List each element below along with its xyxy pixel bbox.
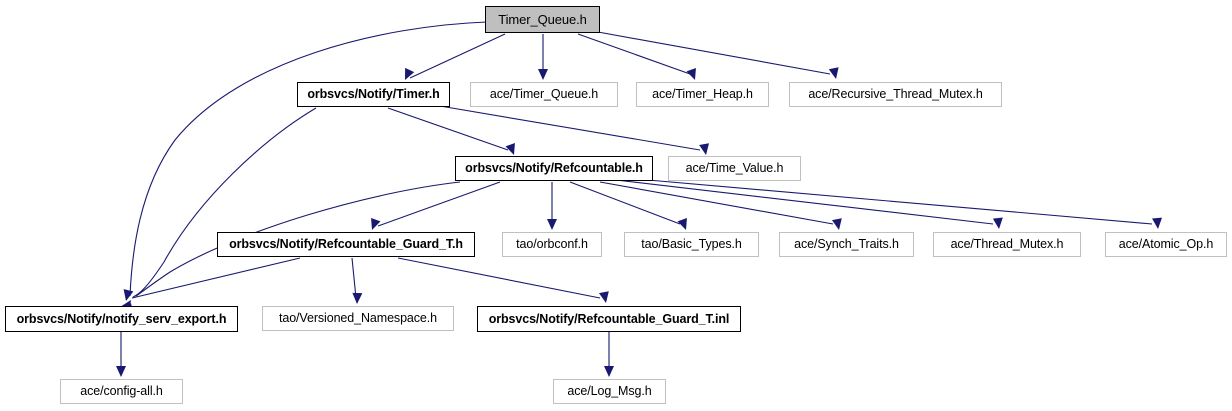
arrowhead — [598, 291, 609, 303]
node-label: ace/Synch_Traits.h — [794, 237, 899, 252]
graph-node-notify_refguard_h[interactable]: orbsvcs/Notify/Refcountable_Guard_T.h — [217, 232, 475, 257]
graph-node-ace_synch_traits_h[interactable]: ace/Synch_Traits.h — [779, 232, 914, 257]
arrowhead — [352, 292, 363, 304]
graph-node-notify_timer_h[interactable]: orbsvcs/Notify/Timer.h — [297, 82, 450, 107]
arrowhead — [1152, 217, 1163, 229]
edge-refguard-to-versioned_ns — [351, 257, 363, 304]
node-label: ace/Timer_Heap.h — [652, 87, 753, 102]
arrowhead — [123, 289, 134, 301]
arrowhead — [828, 67, 839, 79]
graph-node-ace_config_all_h[interactable]: ace/config-all.h — [60, 379, 183, 404]
edge-notify_timer-to-time_value — [439, 105, 710, 155]
node-label: ace/Time_Value.h — [685, 161, 784, 176]
node-label: ace/Log_Msg.h — [567, 384, 652, 399]
node-label: ace/Recursive_Thread_Mutex.h — [808, 87, 983, 102]
edge-refcountable-to-atomic_op — [624, 177, 1163, 229]
edge-timer_queue-to-notify_timer — [405, 33, 506, 80]
arrowhead — [547, 219, 557, 230]
graph-node-ace_timer_heap_h[interactable]: ace/Timer_Heap.h — [636, 82, 769, 107]
graph-node-notify_refguard_inl[interactable]: orbsvcs/Notify/Refcountable_Guard_T.inl — [477, 306, 741, 332]
node-label: tao/Versioned_Namespace.h — [278, 311, 438, 326]
edge-refcountable-to-refguard — [371, 181, 501, 230]
node-label: ace/Atomic_Op.h — [1118, 237, 1214, 252]
node-label: ace/Timer_Queue.h — [489, 87, 599, 102]
node-label: tao/Basic_Types.h — [641, 237, 742, 252]
arrowhead — [699, 143, 710, 155]
arrowhead — [604, 366, 614, 377]
node-label: ace/Thread_Mutex.h — [950, 237, 1064, 252]
edge-notify_serv_export-to-config_all — [116, 332, 126, 377]
graph-node-timer_queue_h[interactable]: Timer_Queue.h — [485, 6, 600, 33]
arrowhead — [677, 217, 687, 230]
edge-refguard-to-refguard_inl — [397, 257, 609, 303]
graph-node-ace_atomic_op_h[interactable]: ace/Atomic_Op.h — [1105, 232, 1227, 257]
node-label: orbsvcs/Notify/Refcountable_Guard_T.h — [229, 237, 463, 252]
arrowhead — [405, 67, 415, 80]
edge-refcountable-to-basic_types — [569, 181, 687, 230]
graph-node-ace_recursive_mutex_h[interactable]: ace/Recursive_Thread_Mutex.h — [789, 82, 1002, 107]
node-label: Timer_Queue.h — [498, 12, 587, 27]
node-label: tao/orbconf.h — [516, 237, 588, 252]
edge-refcountable-to-thread_mutex — [615, 179, 1003, 229]
graph-node-tao_versioned_ns_h[interactable]: tao/Versioned_Namespace.h — [262, 306, 454, 331]
node-label: ace/config-all.h — [80, 384, 163, 399]
arrowhead — [992, 217, 1003, 229]
edge-timer_queue-to-ace_recursive — [597, 31, 839, 79]
edge-refcountable-to-synch_traits — [599, 181, 842, 230]
node-label: orbsvcs/Notify/notify_serv_export.h — [16, 311, 227, 326]
arrowhead — [686, 67, 696, 80]
graph-node-ace_time_value_h[interactable]: ace/Time_Value.h — [668, 156, 801, 181]
arrowhead — [116, 366, 126, 377]
node-label: orbsvcs/Notify/Timer.h — [307, 87, 440, 102]
edge-timer_queue-to-ace_timer_queue — [538, 34, 548, 80]
node-label: orbsvcs/Notify/Refcountable.h — [465, 161, 643, 176]
edge-refguard_inl-to-log_msg — [604, 332, 614, 377]
graph-node-ace_log_msg_h[interactable]: ace/Log_Msg.h — [553, 379, 666, 404]
graph-node-ace_timer_queue_h[interactable]: ace/Timer_Queue.h — [470, 82, 618, 107]
edge-refcountable-to-orbconf — [547, 182, 557, 230]
graph-node-ace_thread_mutex_h[interactable]: ace/Thread_Mutex.h — [933, 232, 1081, 257]
arrowhead — [538, 69, 548, 80]
edge-timer_queue-to-ace_timer_heap — [577, 33, 696, 80]
node-label: orbsvcs/Notify/Refcountable_Guard_T.inl — [488, 311, 730, 326]
graph-node-notify_serv_export_h[interactable]: orbsvcs/Notify/notify_serv_export.h — [5, 306, 238, 332]
edge-timer_queue-to-notify_serv_export — [125, 21, 488, 314]
arrowhead — [371, 217, 381, 230]
arrowhead — [505, 142, 515, 155]
graph-node-notify_refcountable_h[interactable]: orbsvcs/Notify/Refcountable.h — [455, 156, 653, 181]
graph-node-tao_basic_types_h[interactable]: tao/Basic_Types.h — [624, 232, 759, 257]
graph-node-tao_orbconf_h[interactable]: tao/orbconf.h — [502, 232, 602, 257]
edge-notify_timer-to-refcountable — [387, 107, 515, 155]
edge-refguard-to-notify_serv_export — [123, 257, 301, 301]
arrowhead — [831, 218, 842, 230]
